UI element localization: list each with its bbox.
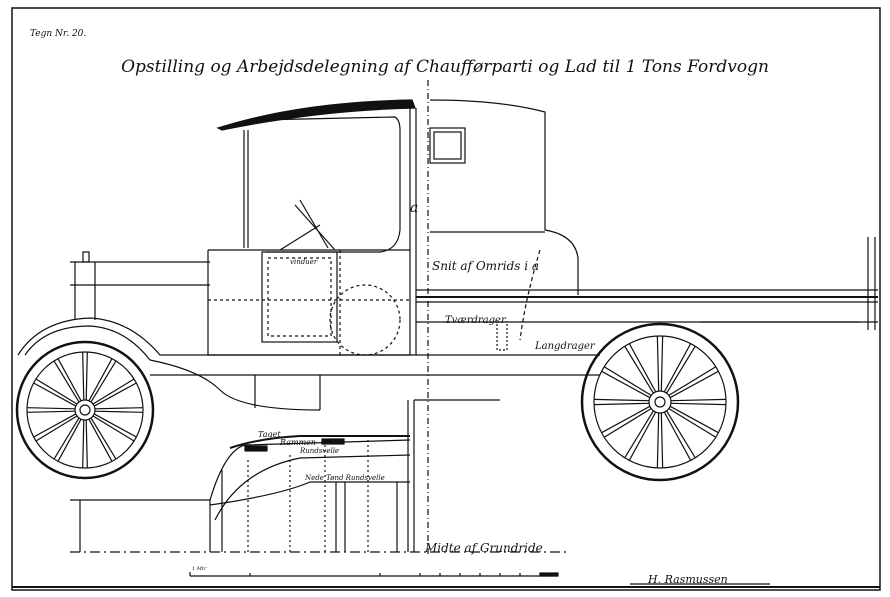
wheel-spoke (33, 382, 77, 407)
wheel-spoke (94, 410, 143, 413)
wheel-spoke (27, 407, 76, 410)
wheel-spoke (666, 345, 696, 394)
wheel-spoke (656, 412, 660, 468)
section-view (70, 399, 570, 553)
wheel-spoke (92, 378, 135, 405)
wheel-spoke (53, 417, 80, 460)
wheel-spoke (57, 358, 82, 402)
wheel-spoke (594, 402, 650, 406)
lower-sill-label: Nede Tønd Rundsvelle (304, 474, 385, 482)
wheel-spoke (660, 336, 664, 392)
roof-label: Taget (258, 430, 281, 439)
wheel-spoke (628, 411, 657, 461)
roof-frame-label: Rammen (279, 438, 316, 447)
wheel-spoke (656, 336, 660, 392)
wheel-spoke (93, 413, 137, 438)
wheel-spoke (90, 417, 117, 460)
wheel-spoke (88, 358, 113, 402)
wheel-spoke (53, 360, 80, 403)
longbeam-label: Langdrager (534, 341, 596, 352)
wheel-spoke (57, 418, 82, 462)
crossbeam-label: Tværdrager (445, 315, 507, 326)
bed (416, 237, 878, 351)
wheel-spoke (33, 413, 77, 438)
chassis (17, 317, 860, 411)
hood (70, 251, 210, 320)
wheel-spoke (90, 360, 117, 403)
scale-label: 1 Mtr (192, 566, 207, 572)
wheel-spoke (601, 405, 651, 434)
wheel-spoke (35, 415, 78, 442)
rear-wheel (580, 322, 740, 482)
box-canopy (427, 80, 579, 555)
wheel-spoke (666, 410, 696, 459)
wheel-spoke (668, 366, 717, 396)
signature: H. Rasmussen (647, 573, 728, 586)
wheel-spoke (669, 370, 719, 399)
wheel-spoke (663, 411, 692, 461)
scale-bar (189, 572, 559, 577)
centerline-label: Midte af Grundride (424, 541, 543, 555)
wheel-spoke (603, 366, 652, 396)
frame-border (11, 7, 881, 591)
wheel-spoke (93, 382, 137, 407)
wheel-spoke (668, 408, 717, 438)
wheel-spoke (35, 378, 78, 405)
wheel-spoke (669, 405, 719, 434)
drawing-title: Opstilling og Arbejdsdelegning af Chauff… (121, 57, 769, 77)
wheel-spoke (27, 410, 76, 413)
wheel-spoke (670, 398, 726, 402)
wheel-spoke (624, 345, 654, 394)
wheel-spoke (594, 398, 650, 402)
drawing-number: Tegn Nr. 20. (30, 29, 86, 39)
cab (207, 99, 417, 356)
wheel-spoke (85, 419, 88, 468)
window-label: vinduer (290, 258, 318, 266)
wheel-spoke (624, 410, 654, 459)
wheel-spoke (85, 352, 88, 401)
wheel-spoke (94, 407, 143, 410)
roof-sill-label: Rundsvelle (299, 447, 339, 455)
front-wheel (15, 340, 155, 480)
wheel-spoke (601, 370, 651, 399)
wheel-spoke (628, 343, 657, 393)
wheel-spoke (603, 408, 652, 438)
wheel-spoke (670, 402, 726, 406)
section-cut-label: Snit af Omrids i a (432, 259, 539, 273)
wheel-spoke (82, 352, 85, 401)
wheel-spoke (88, 418, 113, 462)
wheel-spoke (663, 343, 692, 393)
wheel-spoke (82, 419, 85, 468)
section-mark: a (410, 200, 418, 216)
wheel-spoke (92, 415, 135, 442)
wheel-spoke (660, 412, 664, 468)
